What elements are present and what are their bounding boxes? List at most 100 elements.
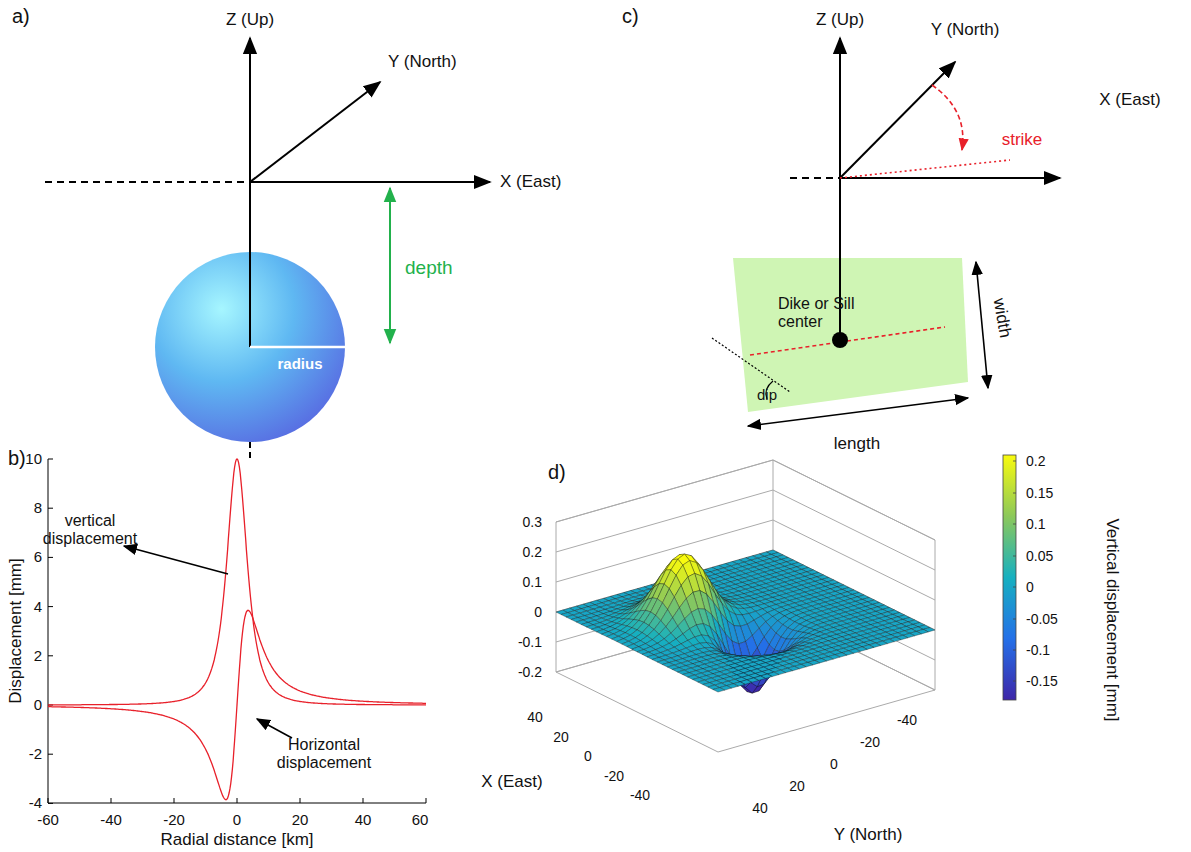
stroke [174, 798, 175, 803]
dike-plane: Dike or Sill center dip [733, 255, 973, 415]
label: 0.1 [1026, 516, 1045, 532]
label: Radial distance [km] [160, 830, 313, 850]
stroke [750, 327, 945, 355]
stroke [48, 754, 53, 755]
label: -40 [897, 712, 917, 728]
stroke [773, 490, 935, 570]
label: X (East) [1099, 90, 1160, 110]
label: Vertical displacement [mm] [1102, 518, 1122, 721]
stroke [556, 550, 773, 612]
stroke [556, 672, 718, 752]
label: Z (Up) [816, 10, 864, 30]
vertical-curve [48, 459, 426, 705]
label: -0.15 [1026, 673, 1058, 689]
stroke [1013, 493, 1016, 494]
magma-sphere: radius [155, 252, 345, 442]
stroke [556, 610, 773, 672]
label: -40 [100, 811, 122, 828]
stroke [1013, 587, 1016, 588]
label: 0.2 [1026, 453, 1045, 469]
stroke [363, 798, 364, 803]
stroke [556, 610, 773, 672]
node-text: dip [757, 386, 777, 403]
label: Y (North) [931, 20, 1000, 40]
label: 6 [34, 548, 42, 565]
label: -2 [29, 745, 42, 762]
label: 0.3 [523, 514, 542, 530]
stroke [556, 460, 773, 522]
label: -40 [630, 787, 650, 803]
label: width [989, 297, 1015, 339]
label: X (East) [500, 172, 561, 192]
label: 0.05 [1026, 548, 1053, 564]
stroke [1013, 461, 1016, 462]
dike-outline [733, 258, 968, 412]
label: 0 [1026, 579, 1034, 595]
label: 20 [789, 778, 805, 794]
stroke [48, 606, 53, 607]
label: length [834, 434, 880, 454]
stroke [773, 460, 935, 540]
stroke [48, 655, 53, 656]
label: -60 [37, 811, 59, 828]
label: b) [8, 447, 26, 470]
label: X (East) [481, 772, 542, 792]
label: -0.2 [518, 664, 542, 680]
label: 0.15 [1026, 485, 1053, 501]
label: Y (North) [388, 52, 457, 72]
axes-a [45, 38, 490, 459]
label: 8 [34, 499, 42, 516]
stroke [1013, 681, 1016, 682]
stroke [556, 490, 773, 552]
stroke [1013, 556, 1016, 557]
stroke [48, 798, 49, 803]
stroke [300, 798, 301, 803]
label: strike [1002, 130, 1043, 150]
label: Horizontal displacement [272, 736, 377, 773]
label: -0.05 [1026, 611, 1058, 627]
stroke [48, 803, 53, 804]
stroke [237, 798, 238, 803]
node-text: radius [277, 355, 322, 372]
stroke [250, 346, 345, 349]
stroke [426, 798, 427, 803]
stroke [1013, 619, 1016, 620]
label: -20 [163, 811, 185, 828]
horizontal-curve [48, 610, 426, 799]
surface-plot [556, 455, 1016, 752]
label: 0 [34, 696, 42, 713]
stroke [773, 610, 935, 690]
surface-cell [713, 688, 725, 692]
stroke [556, 522, 557, 672]
stroke [832, 332, 848, 348]
label: 0 [584, 748, 592, 764]
label: Displacement [mm] [6, 558, 26, 703]
node-shape [155, 252, 345, 442]
stroke [773, 550, 935, 630]
stroke [935, 540, 936, 690]
stroke [48, 459, 53, 460]
label: 0.1 [523, 574, 542, 590]
stroke [718, 690, 935, 752]
node-text: Dike or Sill center [778, 295, 873, 332]
stroke [111, 798, 112, 803]
stroke [556, 460, 773, 522]
stroke [249, 252, 251, 347]
label: 4 [34, 598, 42, 615]
label: 20 [553, 729, 569, 745]
label: -0.1 [1026, 642, 1050, 658]
label: d) [548, 461, 566, 484]
label: vertical displacement [35, 512, 145, 549]
label: a) [12, 5, 30, 28]
label: -4 [29, 794, 42, 811]
stroke [712, 338, 790, 392]
label: -20 [860, 734, 880, 750]
label: 0 [233, 811, 241, 828]
label: 40 [527, 709, 543, 725]
label: 0 [534, 604, 542, 620]
label: c) [622, 5, 639, 28]
label: Z (Up) [226, 10, 274, 30]
label: 40 [355, 811, 372, 828]
label: 2 [34, 647, 42, 664]
